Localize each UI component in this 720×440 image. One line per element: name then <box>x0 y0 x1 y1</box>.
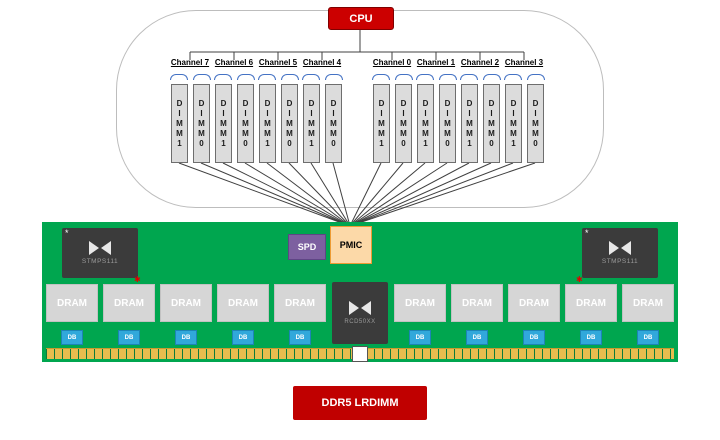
cpu-box: CPU <box>328 7 394 30</box>
dimm-slot-1: DIMM1 <box>460 84 478 163</box>
dram-chip: DRAM <box>217 284 269 322</box>
channel-label: Channel 5 <box>258 58 298 67</box>
chip-part-number: STMPS111 <box>601 258 639 265</box>
channel-group-6: Channel 6 DIMM1 DIMM0 <box>212 58 256 163</box>
dram-chip: DRAM <box>274 284 326 322</box>
channel-label: Channel 4 <box>302 58 342 67</box>
st-logo-icon <box>609 241 631 255</box>
dram-chip: DRAM <box>451 284 503 322</box>
dimm-brace-icon <box>212 74 256 80</box>
db-chip: DB <box>232 330 254 345</box>
dimm-brace-icon <box>256 74 300 80</box>
dimm-slot-0: DIMM0 <box>482 84 500 163</box>
dimm-slot-0: DIMM0 <box>324 84 342 163</box>
dimm-slot-0: DIMM0 <box>526 84 544 163</box>
stmps111-chip-left: * STMPS111 <box>62 228 138 278</box>
asterisk-mark: * <box>65 228 69 238</box>
chip-part-number: RCD50XX <box>344 319 376 325</box>
db-chip: DB <box>580 330 602 345</box>
dimm-slot-0: DIMM0 <box>192 84 210 163</box>
component-mark-left: ✱ <box>134 275 141 284</box>
dram-chip: DRAM <box>622 284 674 322</box>
db-chip: DB <box>466 330 488 345</box>
db-chip: DB <box>523 330 545 345</box>
pmic-chip: PMIC <box>330 226 372 264</box>
channel-group-4: Channel 4 DIMM1 DIMM0 <box>300 58 344 163</box>
channel-group-7: Channel 7 DIMM1 DIMM0 <box>168 58 212 163</box>
dram-chip: DRAM <box>508 284 560 322</box>
db-chip: DB <box>409 330 431 345</box>
dimm-slot-0: DIMM0 <box>394 84 412 163</box>
dimm-slot-1: DIMM1 <box>302 84 320 163</box>
channel-group-1: Channel 1 DIMM1 DIMM0 <box>414 58 458 163</box>
dimm-brace-icon <box>168 74 212 80</box>
db-chip: DB <box>289 330 311 345</box>
db-chip: DB <box>61 330 83 345</box>
channel-label: Channel 0 <box>372 58 412 67</box>
db-chip: DB <box>175 330 197 345</box>
channel-group-0: Channel 0 DIMM1 DIMM0 <box>370 58 414 163</box>
dimm-slot-1: DIMM1 <box>258 84 276 163</box>
channel-group-5: Channel 5 DIMM1 DIMM0 <box>256 58 300 163</box>
component-mark-right: ✱ <box>576 275 583 284</box>
dimm-slot-1: DIMM1 <box>504 84 522 163</box>
ddr5-lrdimm-label: DDR5 LRDIMM <box>293 386 427 420</box>
channel-label: Channel 7 <box>170 58 210 67</box>
dimm-slot-1: DIMM1 <box>214 84 232 163</box>
spd-chip: SPD <box>288 234 326 260</box>
dram-chip: DRAM <box>46 284 98 322</box>
dimm-brace-icon <box>502 74 546 80</box>
dimm-brace-icon <box>414 74 458 80</box>
asterisk-mark: * <box>585 228 589 238</box>
channel-label: Channel 2 <box>460 58 500 67</box>
channel-group-2: Channel 2 DIMM1 DIMM0 <box>458 58 502 163</box>
stmps111-chip-right: * STMPS111 <box>582 228 658 278</box>
dram-chip: DRAM <box>565 284 617 322</box>
dimm-slot-0: DIMM0 <box>236 84 254 163</box>
dimm-slot-1: DIMM1 <box>416 84 434 163</box>
rcd-chip: RCD50XX <box>332 282 388 344</box>
dimm-slot-0: DIMM0 <box>280 84 298 163</box>
chip-part-number: STMPS111 <box>81 258 119 265</box>
dimm-slot-1: DIMM1 <box>372 84 390 163</box>
db-chip: DB <box>118 330 140 345</box>
channel-group-3: Channel 3 DIMM1 DIMM0 <box>502 58 546 163</box>
dimm-slot-1: DIMM1 <box>170 84 188 163</box>
st-logo-icon <box>89 241 111 255</box>
channel-label: Channel 1 <box>416 58 456 67</box>
dram-chip: DRAM <box>160 284 212 322</box>
channel-label: Channel 3 <box>504 58 544 67</box>
dram-chip: DRAM <box>103 284 155 322</box>
dimm-slot-0: DIMM0 <box>438 84 456 163</box>
edge-connector-notch <box>352 346 368 362</box>
dram-chip: DRAM <box>394 284 446 322</box>
rcd-logo-icon <box>349 301 371 315</box>
dimm-brace-icon <box>458 74 502 80</box>
dimm-module-pcb: * STMPS111 * STMPS111 ✱ ✱ SPD PMIC DRAM … <box>42 222 678 362</box>
dimm-brace-icon <box>300 74 344 80</box>
channel-label: Channel 6 <box>214 58 254 67</box>
db-chip: DB <box>637 330 659 345</box>
dimm-brace-icon <box>370 74 414 80</box>
